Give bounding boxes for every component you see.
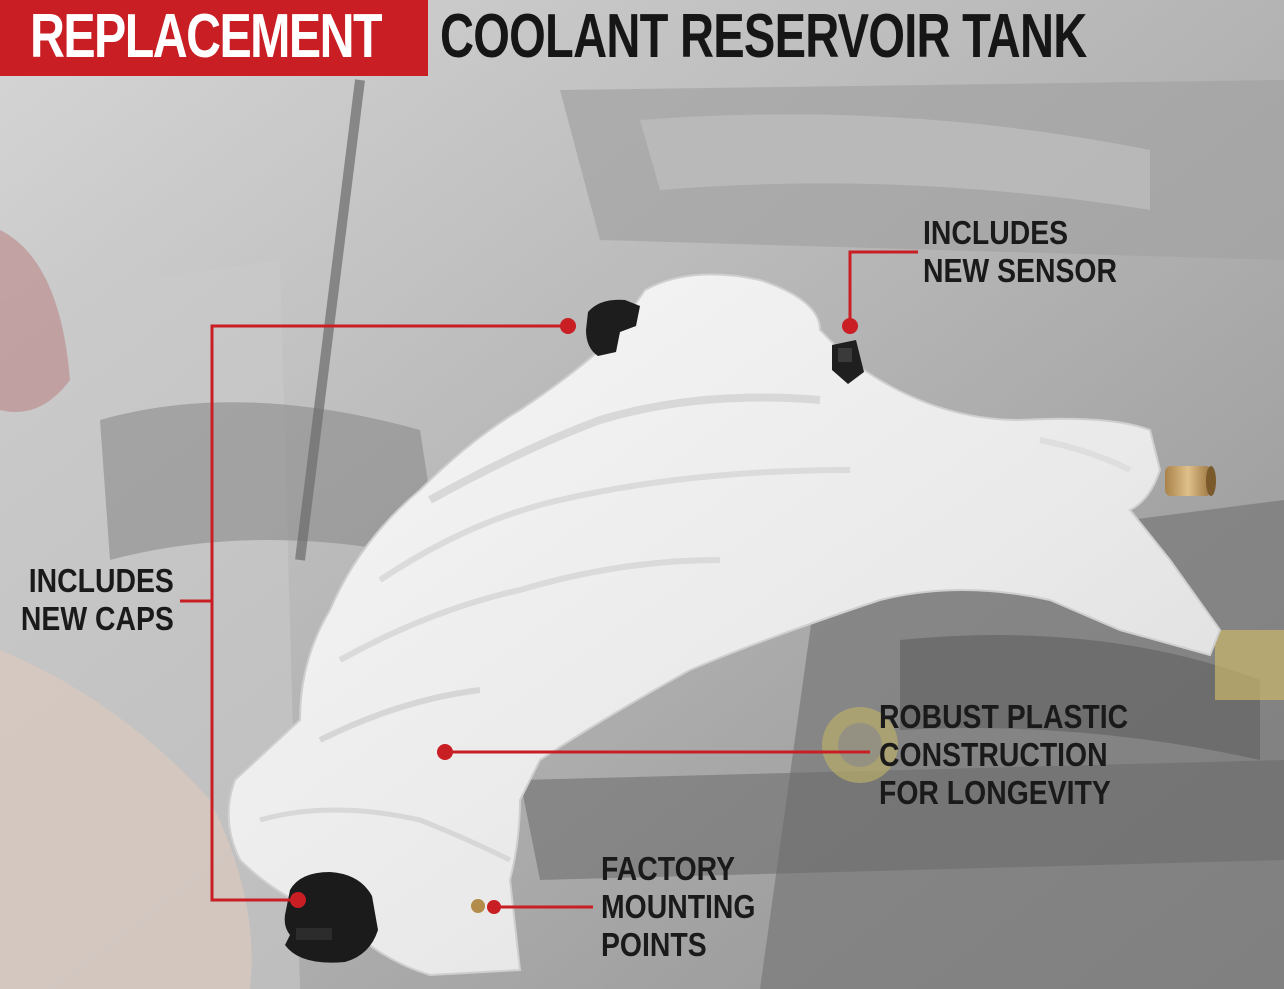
mounting-callout-label: FACTORY MOUNTING POINTS: [601, 850, 756, 964]
callout-dots: [290, 318, 858, 914]
sensor-callout-line: [848, 250, 918, 326]
mounting-callout-line-3: POINTS: [601, 926, 707, 963]
callout-lines: [180, 250, 918, 909]
coolant-sensor: [832, 340, 864, 384]
mounting-point: [471, 899, 485, 913]
mounting-callout-line-1: FACTORY: [601, 850, 736, 887]
top-cap: [586, 299, 640, 356]
mounting-callout-line-2: MOUNTING: [601, 888, 756, 925]
plastic-callout-line-3: FOR LONGEVITY: [879, 774, 1111, 811]
title-highlight: REPLACEMENT: [30, 2, 382, 71]
caps-callout-line: [210, 324, 568, 902]
sensor-dot: [842, 318, 858, 334]
plastic-callout-label: ROBUST PLASTIC CONSTRUCTION FOR LONGEVIT…: [879, 698, 1128, 812]
sensor-callout-label: INCLUDES NEW SENSOR: [923, 214, 1117, 290]
bottom-cap: [284, 872, 378, 963]
bottom-cap-dot: [290, 892, 306, 908]
caps-callout-line-1: INCLUDES: [28, 562, 174, 599]
title-highlight-banner: [0, 0, 428, 76]
page-title: COOLANT RESERVOIR TANK: [440, 2, 1087, 71]
brass-outlet-fitting: [1165, 466, 1216, 496]
coolant-reservoir-tank: [227, 273, 1222, 977]
plastic-callout-line-2: CONSTRUCTION: [879, 736, 1108, 773]
caps-callout-line-2: NEW CAPS: [21, 600, 174, 637]
caps-callout-label: INCLUDES NEW CAPS: [21, 562, 174, 638]
sensor-callout-line-1: INCLUDES: [923, 214, 1069, 251]
plastic-callout-line-1: ROBUST PLASTIC: [879, 698, 1129, 735]
sensor-callout-line-2: NEW SENSOR: [923, 252, 1117, 289]
plastic-dot: [437, 744, 453, 760]
mounting-dot: [487, 900, 501, 914]
top-cap-dot: [560, 318, 576, 334]
